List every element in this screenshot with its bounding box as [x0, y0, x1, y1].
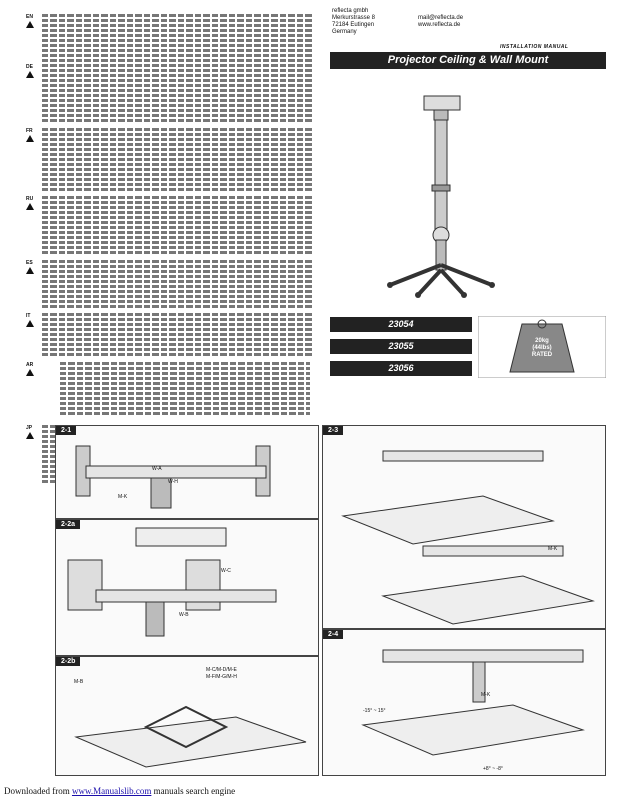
company-country: Germany — [332, 29, 357, 35]
rotation-angle: +8° ~ -8° — [483, 766, 503, 772]
ceiling-mount-illustration — [387, 95, 495, 298]
part-label: M-K — [481, 692, 491, 698]
text-block — [60, 362, 310, 417]
text-block — [42, 196, 312, 256]
text-block — [42, 128, 312, 193]
company-contact: mail@reflecta.de www.reflecta.de — [418, 15, 463, 29]
tilt-angle: -15° ~ 15° — [363, 708, 386, 714]
text-block — [42, 14, 312, 64]
lang-code: DE — [26, 64, 33, 70]
part-label: M-F/M-G/M-H — [206, 674, 237, 680]
lang-code: ES — [26, 260, 33, 266]
model-number: 23056 — [330, 361, 472, 376]
company-website: www.reflecta.de — [418, 22, 461, 28]
step-label: 2-4 — [323, 630, 344, 639]
model-number: 23054 — [330, 317, 472, 332]
footer: Downloaded from www.Manualslib.com manua… — [4, 786, 235, 796]
page-title: Projector Ceiling & Wall Mount — [330, 52, 606, 69]
step-panel-2-1: 2-1 W-A W-H M-K — [55, 425, 319, 519]
company-city: 72184 Eutingen — [332, 22, 375, 28]
step-label: 2-1 — [56, 426, 77, 435]
text-block — [42, 64, 312, 124]
company-address: reflecta gmbh Merkurstrasse 8 72184 Euti… — [332, 8, 375, 36]
manualslib-link[interactable]: www.Manualslib.com — [71, 786, 152, 796]
step-panel-2-4: 2-4 M-K -15° ~ 15° +8° ~ -8° — [322, 629, 606, 776]
warning-icon — [26, 21, 34, 28]
installation-manual-label: INSTALLATION MANUAL — [500, 44, 569, 50]
weight-label: RATED — [531, 352, 553, 358]
weight-lbs: (44lbs) — [532, 345, 552, 351]
footer-prefix: Downloaded from — [4, 786, 72, 796]
step-label: 2-2b — [56, 657, 81, 666]
warning-icon — [26, 71, 34, 78]
footer-suffix: manuals search engine — [151, 786, 236, 796]
lang-code: IT — [26, 313, 31, 319]
weight-max: 20kg — [535, 338, 549, 344]
warning-icon — [26, 432, 34, 439]
weight-badge: 20kg (44lbs) RATED — [477, 315, 607, 379]
lang-code: JP — [26, 425, 33, 431]
part-label: W-H — [168, 479, 178, 485]
company-name: reflecta gmbh — [332, 8, 369, 14]
part-label: M-C/M-D/M-E — [206, 667, 237, 673]
lang-code: FR — [26, 128, 33, 134]
part-label: M-K — [548, 546, 558, 552]
step-panel-2-2a: 2-2a W-C W-B — [55, 519, 319, 656]
text-block — [42, 313, 312, 358]
lang-code: EN — [26, 14, 33, 20]
warning-icon — [26, 267, 34, 274]
step-label: 2-3 — [323, 426, 344, 435]
company-street: Merkurstrasse 8 — [332, 15, 376, 21]
warning-icon — [26, 135, 34, 142]
step-panel-2-3: 2-3 M-K — [322, 425, 606, 629]
step-panel-2-2b: 2-2b M-C/M-D/M-E M-F/M-G/M-H M-B — [55, 656, 319, 776]
step-label: 2-2a — [56, 520, 81, 529]
warning-icon — [26, 203, 34, 210]
warning-icon — [26, 320, 34, 327]
part-label: M-K — [118, 494, 128, 500]
text-block — [42, 260, 312, 310]
lang-code: RU — [26, 196, 34, 202]
part-label: M-B — [74, 679, 84, 685]
lang-code: AR — [26, 362, 34, 368]
part-label: W-C — [221, 568, 231, 574]
model-number: 23055 — [330, 339, 472, 354]
warning-icon — [26, 369, 34, 376]
part-label: W-B — [179, 612, 189, 618]
part-label: W-A — [152, 466, 162, 472]
company-email: mail@reflecta.de — [418, 15, 464, 21]
